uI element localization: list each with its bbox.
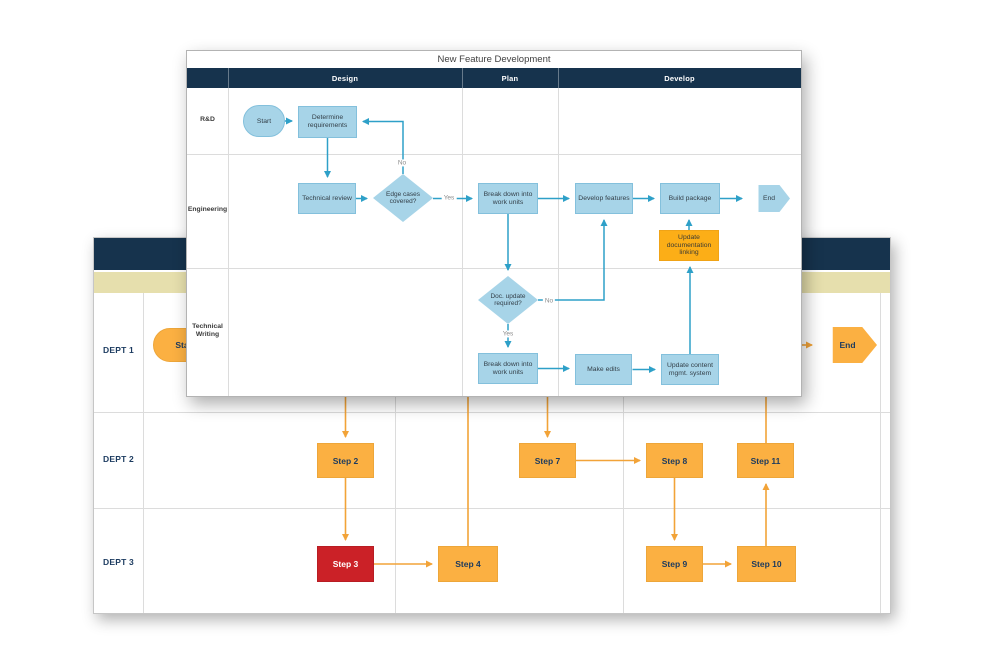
fg-connectors bbox=[285, 117, 743, 373]
edge-label-yes-2: Yes bbox=[500, 330, 516, 338]
lane-label-rd: R&D bbox=[200, 116, 215, 123]
fg-grid-hline bbox=[187, 154, 801, 155]
bg-grid-vline bbox=[395, 293, 396, 613]
lane-label-dept1: DEPT 1 bbox=[103, 345, 134, 355]
step-7[interactable]: Step 7 bbox=[519, 443, 576, 478]
step-2[interactable]: Step 2 bbox=[317, 443, 374, 478]
phase-design: Design bbox=[331, 73, 359, 83]
node-determine-requirements[interactable]: Determine requirements bbox=[298, 106, 357, 138]
node-develop-features[interactable]: Develop features bbox=[575, 183, 633, 214]
lane-label-dept2: DEPT 2 bbox=[103, 454, 134, 464]
step-4[interactable]: Step 4 bbox=[438, 546, 498, 582]
step-9[interactable]: Step 9 bbox=[646, 546, 703, 582]
bg-grid-hline bbox=[94, 412, 890, 413]
bg-grid-vline bbox=[143, 293, 144, 613]
diagram-title: New Feature Development bbox=[187, 51, 801, 68]
node-update-documentation-linking[interactable]: Update documentation linking bbox=[659, 230, 719, 261]
edge-docupdate-no-develop bbox=[538, 219, 608, 301]
edge-label-no-1: No bbox=[395, 159, 409, 167]
step-8[interactable]: Step 8 bbox=[646, 443, 703, 478]
step-10[interactable]: Step 10 bbox=[737, 546, 796, 582]
fg-grid-vline bbox=[228, 88, 229, 396]
decision-doc-update[interactable]: Doc. update required? bbox=[478, 276, 538, 324]
node-technical-review[interactable]: Technical review bbox=[298, 183, 356, 214]
node-end[interactable]: End bbox=[758, 185, 790, 212]
fg-grid-hline bbox=[187, 268, 801, 269]
step-11[interactable]: Step 11 bbox=[737, 443, 794, 478]
bg-grid-vline bbox=[880, 293, 881, 613]
decision-edge-cases[interactable]: Edge cases covered? bbox=[373, 174, 433, 222]
node-break-down-work-units-tw[interactable]: Break down into work units bbox=[478, 353, 538, 384]
fg-grid-vline bbox=[558, 88, 559, 396]
fg-phase-header bbox=[187, 68, 801, 88]
new-feature-development-diagram: New Feature Development Design Plan Deve… bbox=[186, 50, 802, 397]
phase-separator bbox=[228, 68, 229, 88]
node-update-content-mgmt[interactable]: Update content mgmt. system bbox=[661, 354, 719, 385]
bg-node-end[interactable]: End bbox=[832, 327, 877, 363]
phase-separator bbox=[462, 68, 463, 88]
node-make-edits[interactable]: Make edits bbox=[575, 354, 632, 385]
fg-grid-vline bbox=[462, 88, 463, 396]
step-3[interactable]: Step 3 bbox=[317, 546, 374, 582]
bg-grid-vline bbox=[623, 293, 624, 613]
edge-label-no-2: No bbox=[542, 297, 556, 305]
bg-grid-hline bbox=[94, 508, 890, 509]
phase-separator bbox=[558, 68, 559, 88]
edge-label-yes-1: Yes bbox=[441, 194, 457, 202]
lane-label-dept3: DEPT 3 bbox=[103, 557, 134, 567]
lane-label-technical-writing: Technical Writing bbox=[192, 323, 223, 339]
node-break-down-work-units-eng[interactable]: Break down into work units bbox=[478, 183, 538, 214]
phase-develop: Develop bbox=[664, 73, 695, 83]
node-build-package[interactable]: Build package bbox=[660, 183, 720, 214]
phase-plan: Plan bbox=[501, 73, 519, 83]
node-start[interactable]: Start bbox=[243, 105, 285, 137]
lane-label-engineering: Engineering bbox=[187, 206, 228, 213]
